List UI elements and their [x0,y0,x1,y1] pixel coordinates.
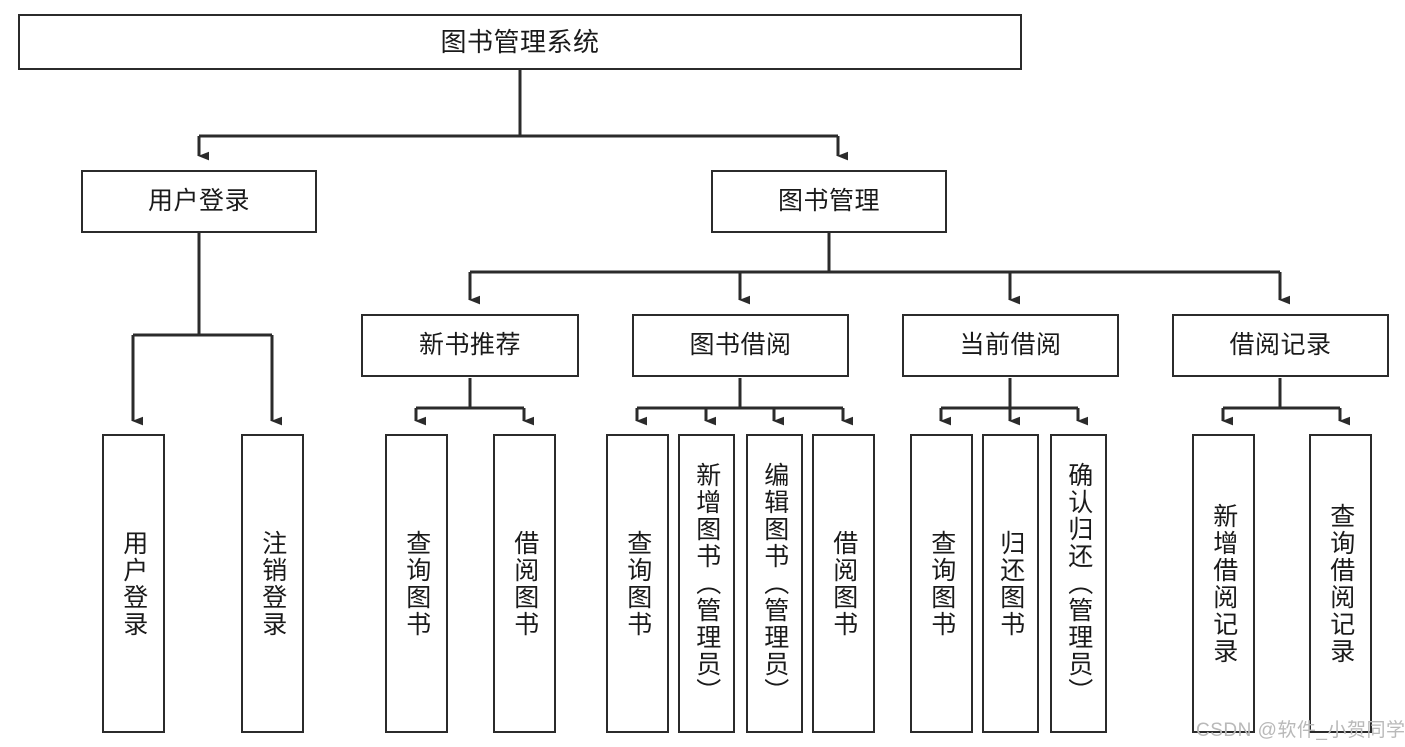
node-leaf-logout[interactable]: 注销登录 [241,434,304,733]
node-label: 当前借阅 [959,330,1062,359]
watermark-text: CSDN @软件_小贺同学 [1196,720,1405,741]
node-book-borrow[interactable]: 图书借阅 [632,314,849,377]
node-label: 查询图书 [402,529,431,638]
node-label: 借阅图书 [510,529,539,638]
node-label: 图书管理系统 [440,26,600,57]
node-label: 编辑图书（管理员） [760,462,789,705]
node-new-book-recommend[interactable]: 新书推荐 [361,314,579,377]
node-label: 借阅图书 [829,529,858,638]
node-label: 用户登录 [147,186,250,215]
node-leaf-query-book-new[interactable]: 查询图书 [385,434,448,733]
node-label: 新增借阅记录 [1209,502,1238,665]
node-label: 归还图书 [996,529,1025,638]
node-leaf-query-borrow-record[interactable]: 查询借阅记录 [1309,434,1372,733]
node-label: 查询借阅记录 [1326,502,1355,665]
node-leaf-borrow-book[interactable]: 借阅图书 [812,434,875,733]
node-leaf-add-borrow-record[interactable]: 新增借阅记录 [1192,434,1255,733]
node-user-login[interactable]: 用户登录 [81,170,317,233]
node-current-borrow[interactable]: 当前借阅 [902,314,1119,377]
node-leaf-add-book-admin[interactable]: 新增图书（管理员） [678,434,735,733]
node-label: 借阅记录 [1229,330,1332,359]
node-label: 新书推荐 [418,330,521,359]
node-label: 注销登录 [258,529,287,638]
node-label: 确认归还（管理员） [1064,462,1093,705]
node-label: 图书借阅 [689,330,792,359]
node-leaf-query-book-current[interactable]: 查询图书 [910,434,973,733]
node-leaf-borrow-book-new[interactable]: 借阅图书 [493,434,556,733]
node-root-book-management-system[interactable]: 图书管理系统 [18,14,1022,70]
node-label: 图书管理 [777,186,880,215]
node-leaf-query-book-borrow[interactable]: 查询图书 [606,434,669,733]
node-label: 用户登录 [119,529,148,638]
node-label: 查询图书 [927,529,956,638]
watermark-csdn: CSDN @软件_小贺同学 [1196,715,1405,742]
node-label: 查询图书 [623,529,652,638]
node-borrow-record[interactable]: 借阅记录 [1172,314,1389,377]
node-leaf-edit-book-admin[interactable]: 编辑图书（管理员） [746,434,803,733]
node-leaf-user-login[interactable]: 用户登录 [102,434,165,733]
node-leaf-confirm-return-admin[interactable]: 确认归还（管理员） [1050,434,1107,733]
node-book-management[interactable]: 图书管理 [711,170,947,233]
node-leaf-return-book[interactable]: 归还图书 [982,434,1039,733]
node-label: 新增图书（管理员） [692,462,721,705]
